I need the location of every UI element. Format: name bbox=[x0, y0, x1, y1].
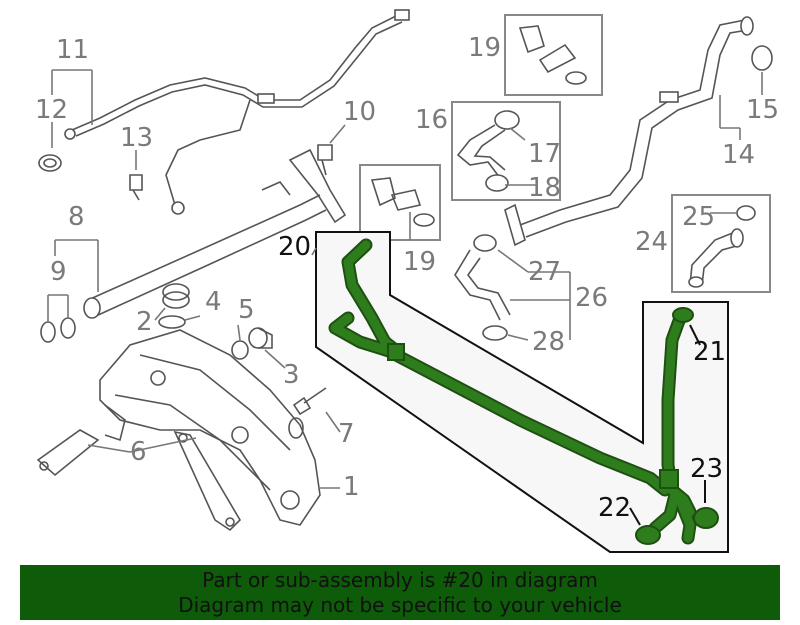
clamp-22 bbox=[635, 525, 661, 545]
callout-9: 9 bbox=[50, 257, 67, 287]
detail-box-19-top bbox=[504, 14, 603, 96]
clamp-23 bbox=[693, 507, 719, 529]
leader-lines bbox=[47, 69, 763, 489]
hose-16 bbox=[456, 110, 520, 192]
callout-2: 2 bbox=[136, 307, 153, 337]
tube-assembly-11 bbox=[64, 9, 410, 215]
pipe-8 bbox=[83, 148, 347, 319]
plug-3 bbox=[248, 327, 273, 349]
leader-lines-dark bbox=[629, 324, 706, 526]
callout-7: 7 bbox=[338, 419, 355, 449]
gasket-4 bbox=[158, 315, 186, 329]
bracket-6 bbox=[36, 429, 242, 532]
pipe-14 bbox=[504, 16, 754, 247]
callout-13: 13 bbox=[120, 123, 153, 153]
callout-16: 16 bbox=[415, 105, 448, 135]
callout-1: 1 bbox=[343, 472, 360, 502]
o-ring-9b bbox=[60, 317, 76, 339]
detail-box-16 bbox=[451, 101, 561, 201]
callout-26: 26 bbox=[575, 283, 608, 313]
callout-17: 17 bbox=[528, 139, 561, 169]
parts-diagram: 11 12 13 10 8 9 2 4 5 3 7 6 1 19 16 17 1… bbox=[35, 9, 779, 553]
callout-22: 22 bbox=[598, 493, 631, 523]
clamp-28 bbox=[482, 325, 508, 341]
callout-12: 12 bbox=[35, 95, 68, 125]
seal-ring-12 bbox=[38, 154, 62, 172]
callout-19-mid: 19 bbox=[403, 247, 436, 277]
detail-box-24 bbox=[671, 194, 771, 293]
bolt-10 bbox=[317, 144, 333, 176]
pipe-24 bbox=[688, 228, 744, 288]
bolt-7 bbox=[292, 387, 327, 416]
callout-23: 23 bbox=[690, 454, 723, 484]
callout-3: 3 bbox=[283, 360, 300, 390]
banner-line-1: Part or sub-assembly is #20 in diagram bbox=[202, 567, 598, 592]
fitting-19-top bbox=[518, 25, 587, 85]
seal-25 bbox=[736, 205, 756, 221]
clamp-21 bbox=[672, 307, 694, 323]
seal-5 bbox=[231, 340, 249, 360]
info-banner: Part or sub-assembly is #20 in diagram D… bbox=[20, 565, 780, 620]
seal-15 bbox=[751, 45, 773, 71]
callout-10: 10 bbox=[343, 97, 376, 127]
housing-1 bbox=[99, 329, 321, 526]
callout-24: 24 bbox=[635, 227, 668, 257]
hose-26 bbox=[454, 234, 511, 321]
callout-18: 18 bbox=[528, 173, 561, 203]
callout-19-top: 19 bbox=[468, 33, 501, 63]
callout-6: 6 bbox=[130, 437, 147, 467]
bolt-13 bbox=[129, 174, 143, 201]
coolant-hose-20 bbox=[328, 238, 697, 545]
callout-8: 8 bbox=[68, 202, 85, 232]
callout-20: 20 bbox=[278, 232, 311, 262]
detail-box-19-mid bbox=[359, 164, 441, 241]
callout-5: 5 bbox=[238, 295, 255, 325]
callout-21: 21 bbox=[693, 337, 726, 367]
cap-2 bbox=[162, 283, 190, 309]
banner-line-2: Diagram may not be specific to your vehi… bbox=[178, 592, 622, 617]
callout-25: 25 bbox=[682, 202, 715, 232]
callout-11: 11 bbox=[56, 35, 89, 65]
o-ring-9a bbox=[40, 321, 56, 343]
callout-27: 27 bbox=[528, 257, 561, 287]
callout-28: 28 bbox=[532, 327, 565, 357]
callout-14: 14 bbox=[722, 140, 755, 170]
callout-4: 4 bbox=[205, 287, 222, 317]
callout-15: 15 bbox=[746, 95, 779, 125]
fitting-19-mid bbox=[370, 177, 435, 227]
